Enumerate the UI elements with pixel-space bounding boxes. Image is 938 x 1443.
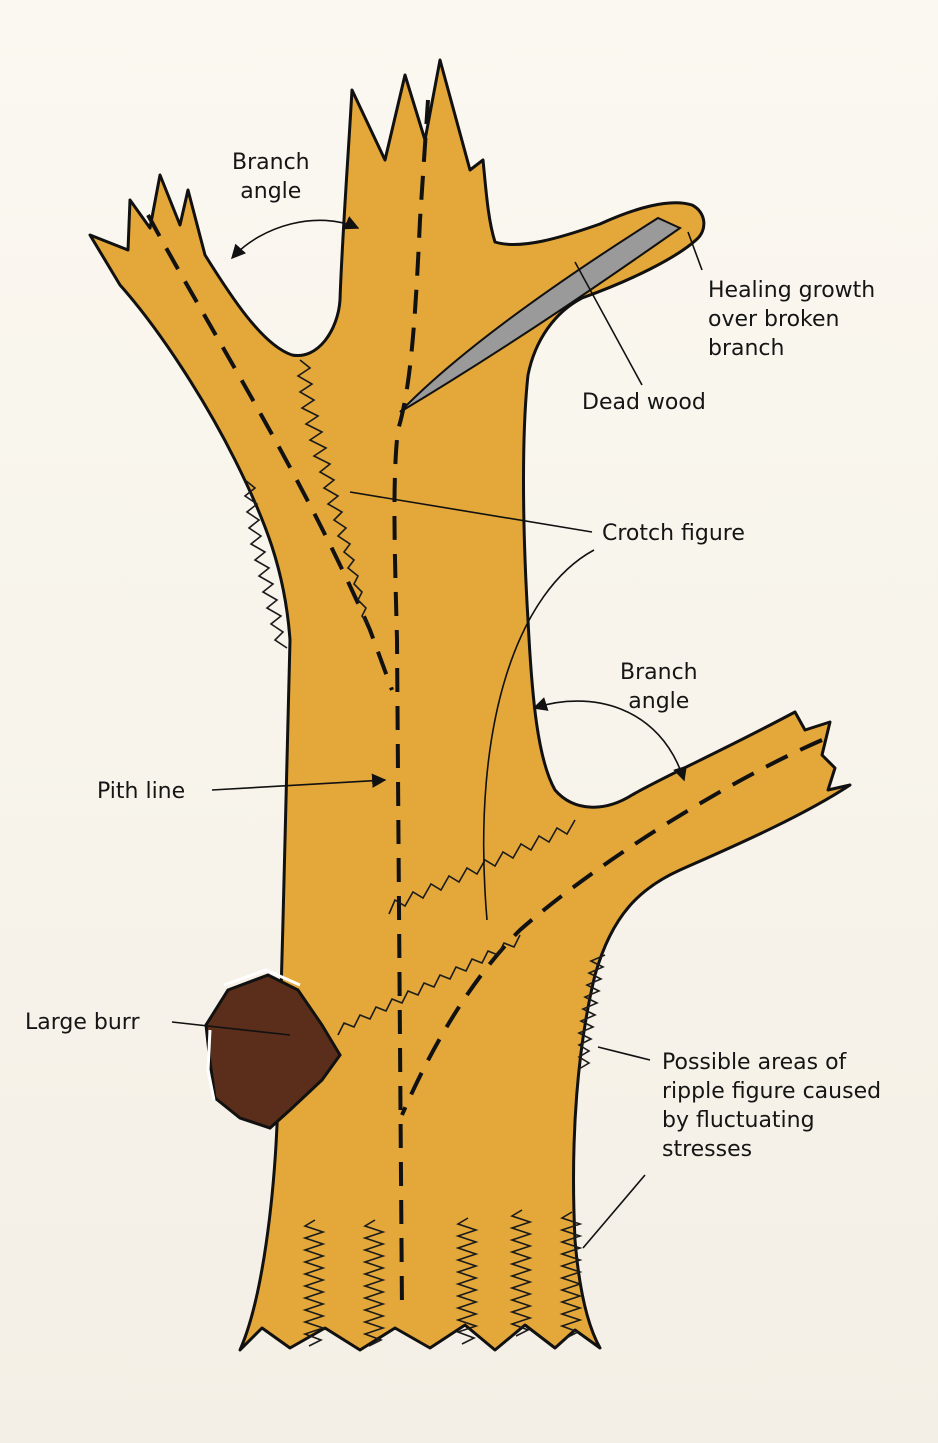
branch-angle-label-top: Branch angle <box>232 148 310 206</box>
branch-angle-label-right: Branch angle <box>620 658 698 716</box>
dead-wood-label: Dead wood <box>582 388 706 417</box>
ripple-figure-label: Possible areas of ripple figure caused b… <box>662 1048 881 1164</box>
ripple-figure-leader-side <box>598 1047 650 1060</box>
healing-growth-label: Healing growth over broken branch <box>708 276 875 363</box>
pith-line-label: Pith line <box>97 777 185 806</box>
crotch-figure-label: Crotch figure <box>602 519 745 548</box>
branch-angle-arc-top <box>232 220 358 258</box>
ripple-figure-leader-base <box>583 1175 645 1248</box>
large-burr-label: Large burr <box>25 1008 140 1037</box>
